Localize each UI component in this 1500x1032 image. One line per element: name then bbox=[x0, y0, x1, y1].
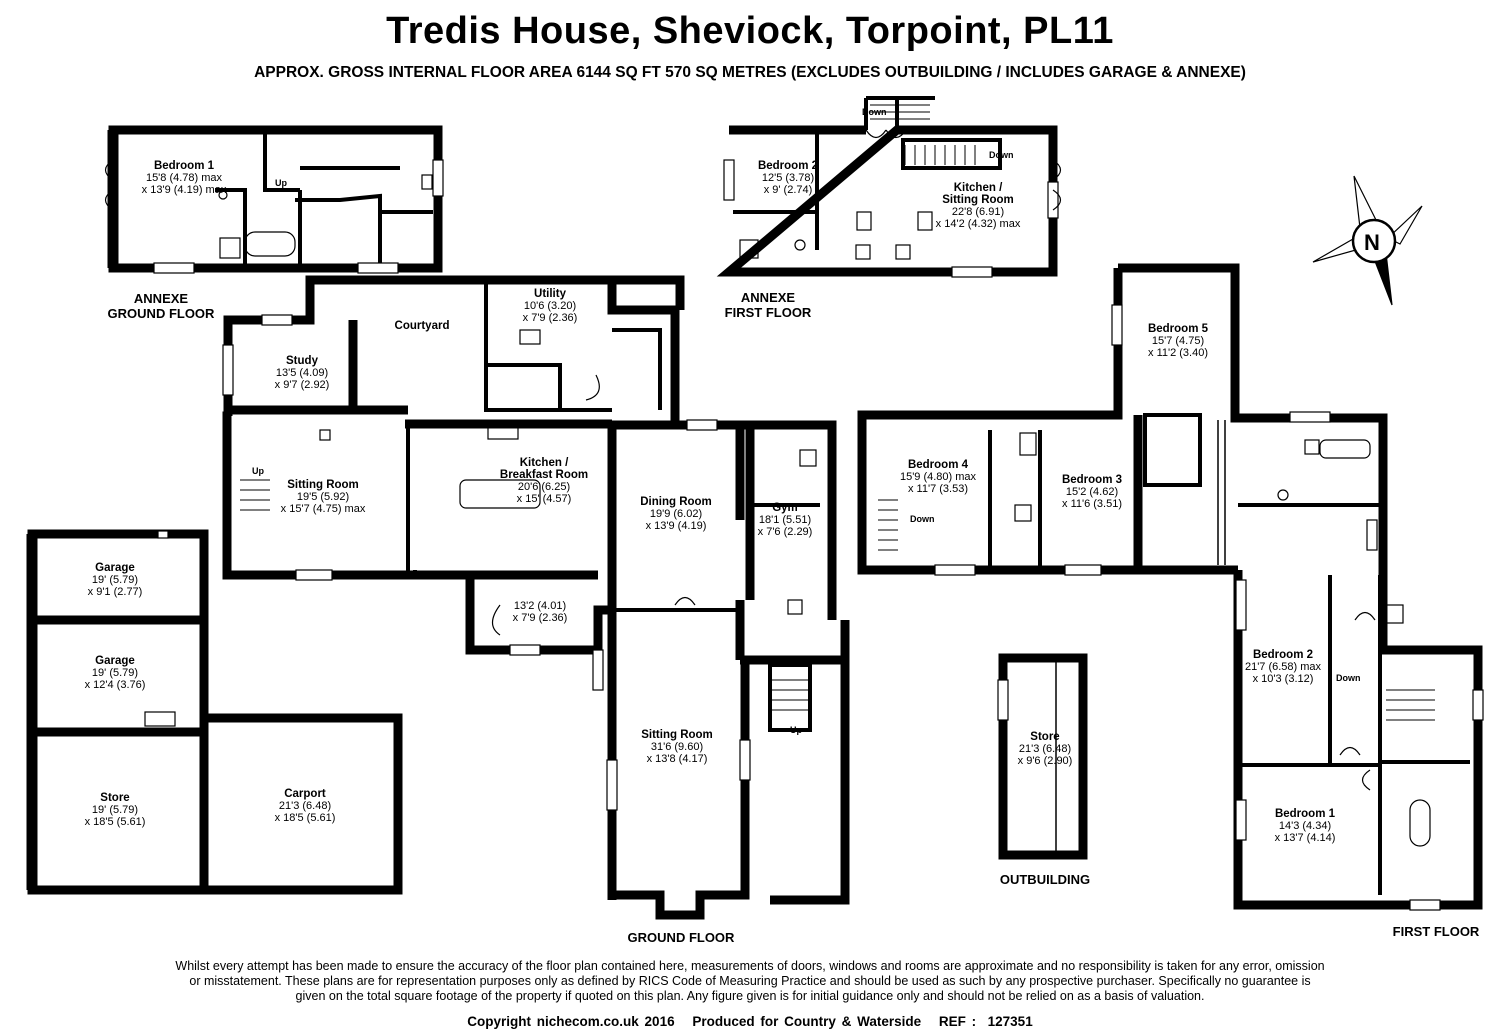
floor-area-subtitle: APPROX. GROSS INTERNAL FLOOR AREA 6144 S… bbox=[254, 64, 1246, 81]
first-floor-internal bbox=[988, 413, 1470, 895]
stair-up-label-hall: Up bbox=[790, 725, 802, 735]
annexe-first-floor-label: ANNEXE FIRST FLOOR bbox=[724, 290, 812, 320]
garage-block-walls bbox=[26, 529, 403, 895]
outbuilding-walls bbox=[998, 653, 1088, 860]
room-courtyard: Courtyard bbox=[394, 320, 450, 332]
annexe-first-internal bbox=[733, 96, 1002, 250]
stair-down-label-bedroom4: Down bbox=[910, 514, 935, 524]
stair-up-label-sitting: Up bbox=[252, 466, 264, 476]
stair-down-label-annexe-top: Down bbox=[862, 107, 887, 117]
disclaimer-text: Whilst every attempt has been made to en… bbox=[175, 959, 1325, 1003]
compass-north-label: N bbox=[1364, 230, 1380, 255]
door-arcs bbox=[104, 129, 1376, 791]
annexe-ground-floor-label: ANNEXE GROUND FLOOR bbox=[107, 291, 215, 321]
annexe-first-floor-walls bbox=[716, 125, 1058, 277]
footer-line: Copyright nichecom.co.uk 2016 Produced f… bbox=[0, 1014, 1500, 1029]
ground-floor-internal bbox=[406, 280, 820, 732]
ground-floor-label: GROUND FLOOR bbox=[627, 930, 735, 945]
stair-down-label-landing: Down bbox=[1336, 673, 1361, 683]
first-floor-walls bbox=[857, 263, 1483, 910]
stair-up-label-annexe: Up bbox=[275, 178, 287, 188]
reference-text: REF : 127351 bbox=[938, 1014, 1033, 1029]
stair-treads bbox=[240, 104, 1435, 721]
stair-down-label-annexe-kitchen: Down bbox=[989, 150, 1014, 160]
window-marks bbox=[153, 159, 1484, 911]
plan-title: Tredis House, Sheviock, Torpoint, PL11 bbox=[386, 10, 1114, 52]
room-small: 13'2 (4.01)x 7'9 (2.36) bbox=[512, 600, 568, 624]
compass-rose bbox=[1312, 175, 1423, 306]
annexe-ground-floor-walls bbox=[107, 125, 443, 273]
outbuilding-label: OUTBUILDING bbox=[999, 872, 1091, 887]
first-floor-label: FIRST FLOOR bbox=[1392, 924, 1480, 939]
produced-for-text: Produced for Country & Waterside bbox=[692, 1014, 922, 1029]
fixtures bbox=[144, 174, 1431, 847]
copyright-text: Copyright nichecom.co.uk 2016 bbox=[467, 1014, 675, 1029]
annexe-ground-internal bbox=[215, 134, 433, 264]
